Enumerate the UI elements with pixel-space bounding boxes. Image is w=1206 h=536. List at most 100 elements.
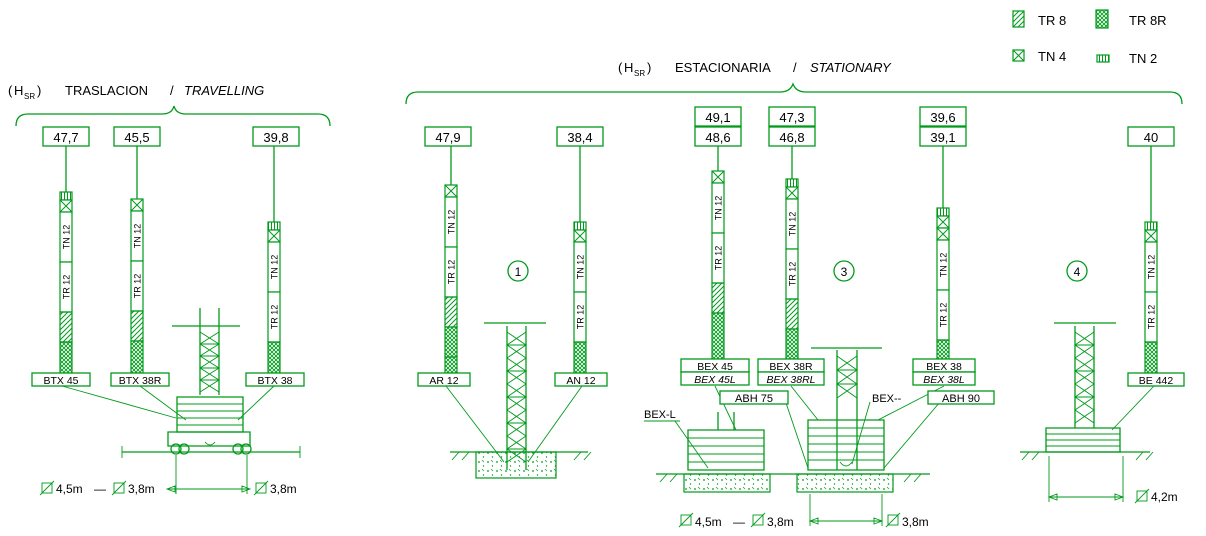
travelling-title-es: TRASLACION (65, 83, 148, 98)
base-4 (1020, 322, 1155, 461)
segment-label: TR 12 (62, 275, 72, 300)
height2-label-bex38: 39,6 (930, 110, 955, 125)
height-label-bex38r: 46,8 (779, 130, 804, 145)
dim-stat-a: 4,5m (695, 515, 722, 529)
dim-four: 4,2m (1151, 490, 1178, 504)
stationary-h: H (624, 60, 633, 75)
tower-masts: TN 12 TR 12 TN 12 TR 12 TN 12 TR 12 TN 12 TR 12… (59, 146, 1158, 374)
model-alt-label-bex45l: BEX 45L (694, 374, 736, 386)
diameter-icon (1134, 488, 1150, 504)
model-label-bex38r: BEX 38R (769, 361, 813, 373)
configuration-markers: 1 3 4 (507, 260, 1088, 282)
diameter-icon (750, 512, 766, 528)
height-label-btx38: 39,8 (263, 130, 288, 145)
base-label-abh75: ABH 75 (735, 393, 773, 405)
travelling-brace (15, 105, 331, 127)
dim-travel-c: 3,8m (270, 482, 297, 496)
marker-1: 1 (515, 265, 522, 279)
segment-label: TR 12 (939, 303, 949, 328)
height-label-bex45: 48,6 (705, 130, 730, 145)
segment-label: TR 12 (788, 262, 798, 287)
segment-label: TN 12 (62, 225, 72, 250)
segment-label: TN 12 (1147, 255, 1157, 280)
tower-mast: TN 12 TR 12 (444, 146, 458, 374)
tower-mast: TN 12 TR 12 (1144, 146, 1158, 374)
segment-label: TN 12 (939, 253, 949, 278)
stationary-header: ( H SR ) ESTACIONARIA / STATIONARY (618, 60, 892, 78)
marker-4: 4 (1074, 265, 1081, 279)
base-1 (445, 322, 592, 479)
height-label-ar12: 47,9 (435, 130, 460, 145)
model-label-be442: BE 442 (1139, 375, 1174, 387)
legend-label-tr8: TR 8 (1038, 13, 1066, 28)
model-label-bex38: BEX 38 (926, 361, 962, 373)
tower-mast: TN 12 TR 12 (130, 146, 144, 374)
height2-label-bex45: 49,1 (705, 110, 730, 125)
diameter-icon (111, 480, 127, 496)
base-3 (656, 347, 945, 493)
model-label-btx38: BTX 38 (257, 375, 292, 387)
segment-label: TN 12 (714, 196, 724, 221)
segment-label: TR 12 (714, 246, 724, 271)
segment-label: TR 12 (447, 260, 457, 285)
height-label-btx45: 47,7 (53, 130, 78, 145)
diameter-icon (678, 512, 694, 528)
stationary-sep: / (793, 60, 797, 75)
diameter-icon (39, 480, 55, 496)
segment-label: TR 12 (576, 305, 586, 330)
dim-stat-b: 3,8m (767, 515, 794, 529)
base-labels: BEX-L ABH 75 BEX-- ABH 90 (644, 390, 995, 422)
model-alt-label-bex38l: BEX 38L (923, 374, 965, 386)
travelling-header: ( H SR ) TRASLACION / TRAVELLING (8, 83, 264, 101)
travelling-base (61, 308, 301, 458)
segment-label: TN 12 (133, 224, 143, 249)
dim-stat-dash: — (733, 515, 745, 529)
base-label-abh90: ABH 90 (942, 393, 980, 405)
legend-swatch-tn4 (1012, 49, 1025, 62)
stationary-brace (405, 82, 1183, 105)
height-label-an12: 38,4 (567, 130, 592, 145)
model-label-an12: AN 12 (566, 375, 595, 387)
tower-mast: TN 12 TR 12 (59, 146, 73, 374)
segment-label: TR 12 (1147, 305, 1157, 330)
travelling-sep: / (170, 83, 174, 98)
legend-swatch-tn2 (1096, 54, 1110, 63)
height-label-btx38r: 45,5 (124, 130, 149, 145)
legend-label-tn2: TN 2 (1129, 51, 1157, 66)
diameter-icon (253, 480, 269, 496)
travelling-sub: SR (24, 92, 35, 101)
segment-label: TN 12 (788, 212, 798, 237)
segment-label: TN 12 (576, 255, 586, 280)
segment-label: TN 12 (447, 210, 457, 235)
base-label-bex-l: BEX-L (644, 409, 676, 421)
dimension-travelling: 4,5m — 3,8m 3,8m (39, 455, 297, 496)
height-label-be442: 40 (1144, 130, 1158, 145)
legend-swatch-tr8r (1095, 9, 1109, 29)
dim-travel-a: 4,5m (56, 482, 83, 496)
marker-3: 3 (841, 265, 848, 279)
tower-mast: TN 12 TR 12 (711, 146, 725, 360)
model-label-btx45: BTX 45 (43, 375, 78, 387)
travelling-h: H (14, 83, 23, 98)
segment-label: TR 12 (270, 305, 280, 330)
height-label-bex38: 39,1 (930, 130, 955, 145)
model-alt-label-bex38rl: BEX 38RL (766, 374, 815, 386)
model-boxes: BTX 45 BTX 38R BTX 38 AR 12 AN 12 BEX 45… (31, 358, 1185, 387)
legend-label-tn4: TN 4 (1038, 49, 1066, 64)
tower-mast: TN 12 TR 12 (573, 146, 587, 374)
model-label-bex45: BEX 45 (697, 361, 733, 373)
dimension-stationary: 4,5m — 3,8m 3,8m (678, 494, 929, 529)
model-label-btx38r: BTX 38R (119, 375, 162, 387)
dim-travel-dash: — (94, 482, 106, 496)
tower-mast: TN 12 TR 12 (936, 146, 950, 360)
legend-swatch-tr8 (1012, 10, 1025, 28)
stationary-close-paren: ) (647, 60, 651, 75)
segment-label: TR 12 (133, 274, 143, 299)
height-boxes: 47,7 45,5 39,8 47,9 38,4 49,1 48,6 47,3 … (42, 106, 1175, 147)
dim-travel-b: 3,8m (128, 482, 155, 496)
legend: TR 8 TR 8R TN 4 TN 2 (1012, 9, 1167, 66)
stationary-sub: SR (634, 69, 645, 78)
legend-label-tr8r: TR 8R (1129, 13, 1167, 28)
